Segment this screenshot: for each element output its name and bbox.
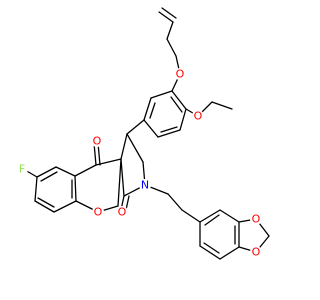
oxygen-atom: O <box>192 110 204 123</box>
bond <box>37 197 55 208</box>
bond <box>149 102 156 119</box>
bond <box>143 97 152 121</box>
atom-label-background <box>16 163 28 175</box>
bond <box>160 126 178 133</box>
atom-label-background <box>250 246 262 258</box>
oxygen-atom: O <box>92 206 104 219</box>
bond <box>179 108 187 131</box>
atom-label-background <box>174 68 186 80</box>
bond <box>219 209 240 223</box>
atom-label: O <box>252 213 261 226</box>
atom-label-layer: O O O F O N O <box>16 68 262 259</box>
bond <box>158 11 174 23</box>
bond <box>161 7 177 19</box>
bond <box>167 193 183 211</box>
bond <box>166 38 177 57</box>
bond <box>166 21 174 40</box>
atom-label-background <box>92 206 104 218</box>
atom-label: O <box>94 206 103 219</box>
bond <box>219 246 240 260</box>
bond-layer <box>24 7 270 260</box>
bond <box>143 119 159 138</box>
bond <box>93 142 97 166</box>
bond <box>204 214 220 226</box>
bond <box>40 171 58 182</box>
molecule-structure-diagram: O O O F O N O <box>16 7 270 260</box>
atom-label: O <box>252 246 261 259</box>
nitrogen-atom: N <box>139 179 151 192</box>
molecule-canvas: O O O F O N O <box>16 7 270 260</box>
oxygen-atom: O <box>116 206 128 219</box>
atom-label-background <box>116 206 128 218</box>
bond <box>74 164 97 177</box>
bond <box>199 245 221 260</box>
atom-label: F <box>19 163 25 176</box>
oxygen-atom: O <box>174 68 186 81</box>
bond <box>126 119 145 135</box>
atom-label: O <box>118 206 127 219</box>
bond <box>117 158 122 207</box>
oxygen-atom: O <box>250 246 262 259</box>
atom-label: O <box>93 135 102 148</box>
oxygen-atom: O <box>250 213 262 226</box>
atom-label: O <box>194 110 203 123</box>
bond <box>199 209 221 223</box>
oxygen-atom: O <box>91 135 103 148</box>
atom-label: O <box>176 68 185 81</box>
atom-label-background <box>250 213 262 225</box>
bond <box>126 133 144 163</box>
atom-label-background <box>192 110 204 122</box>
bond <box>120 158 125 197</box>
bond <box>150 90 173 99</box>
bond <box>171 90 187 110</box>
bond <box>170 96 183 113</box>
fluorine-atom: F <box>16 163 28 176</box>
bond <box>34 200 55 213</box>
bond <box>120 133 128 160</box>
bond <box>157 129 181 138</box>
bond <box>36 166 57 178</box>
bond <box>181 209 201 223</box>
atom-label-background <box>139 179 151 191</box>
bond <box>74 175 77 202</box>
bond <box>53 200 77 213</box>
bond <box>203 242 220 254</box>
bond <box>211 101 233 110</box>
bond <box>34 176 38 202</box>
bond <box>55 166 76 177</box>
atom-label: N <box>141 179 149 192</box>
bond <box>125 195 130 211</box>
atom-label-background <box>91 135 103 147</box>
